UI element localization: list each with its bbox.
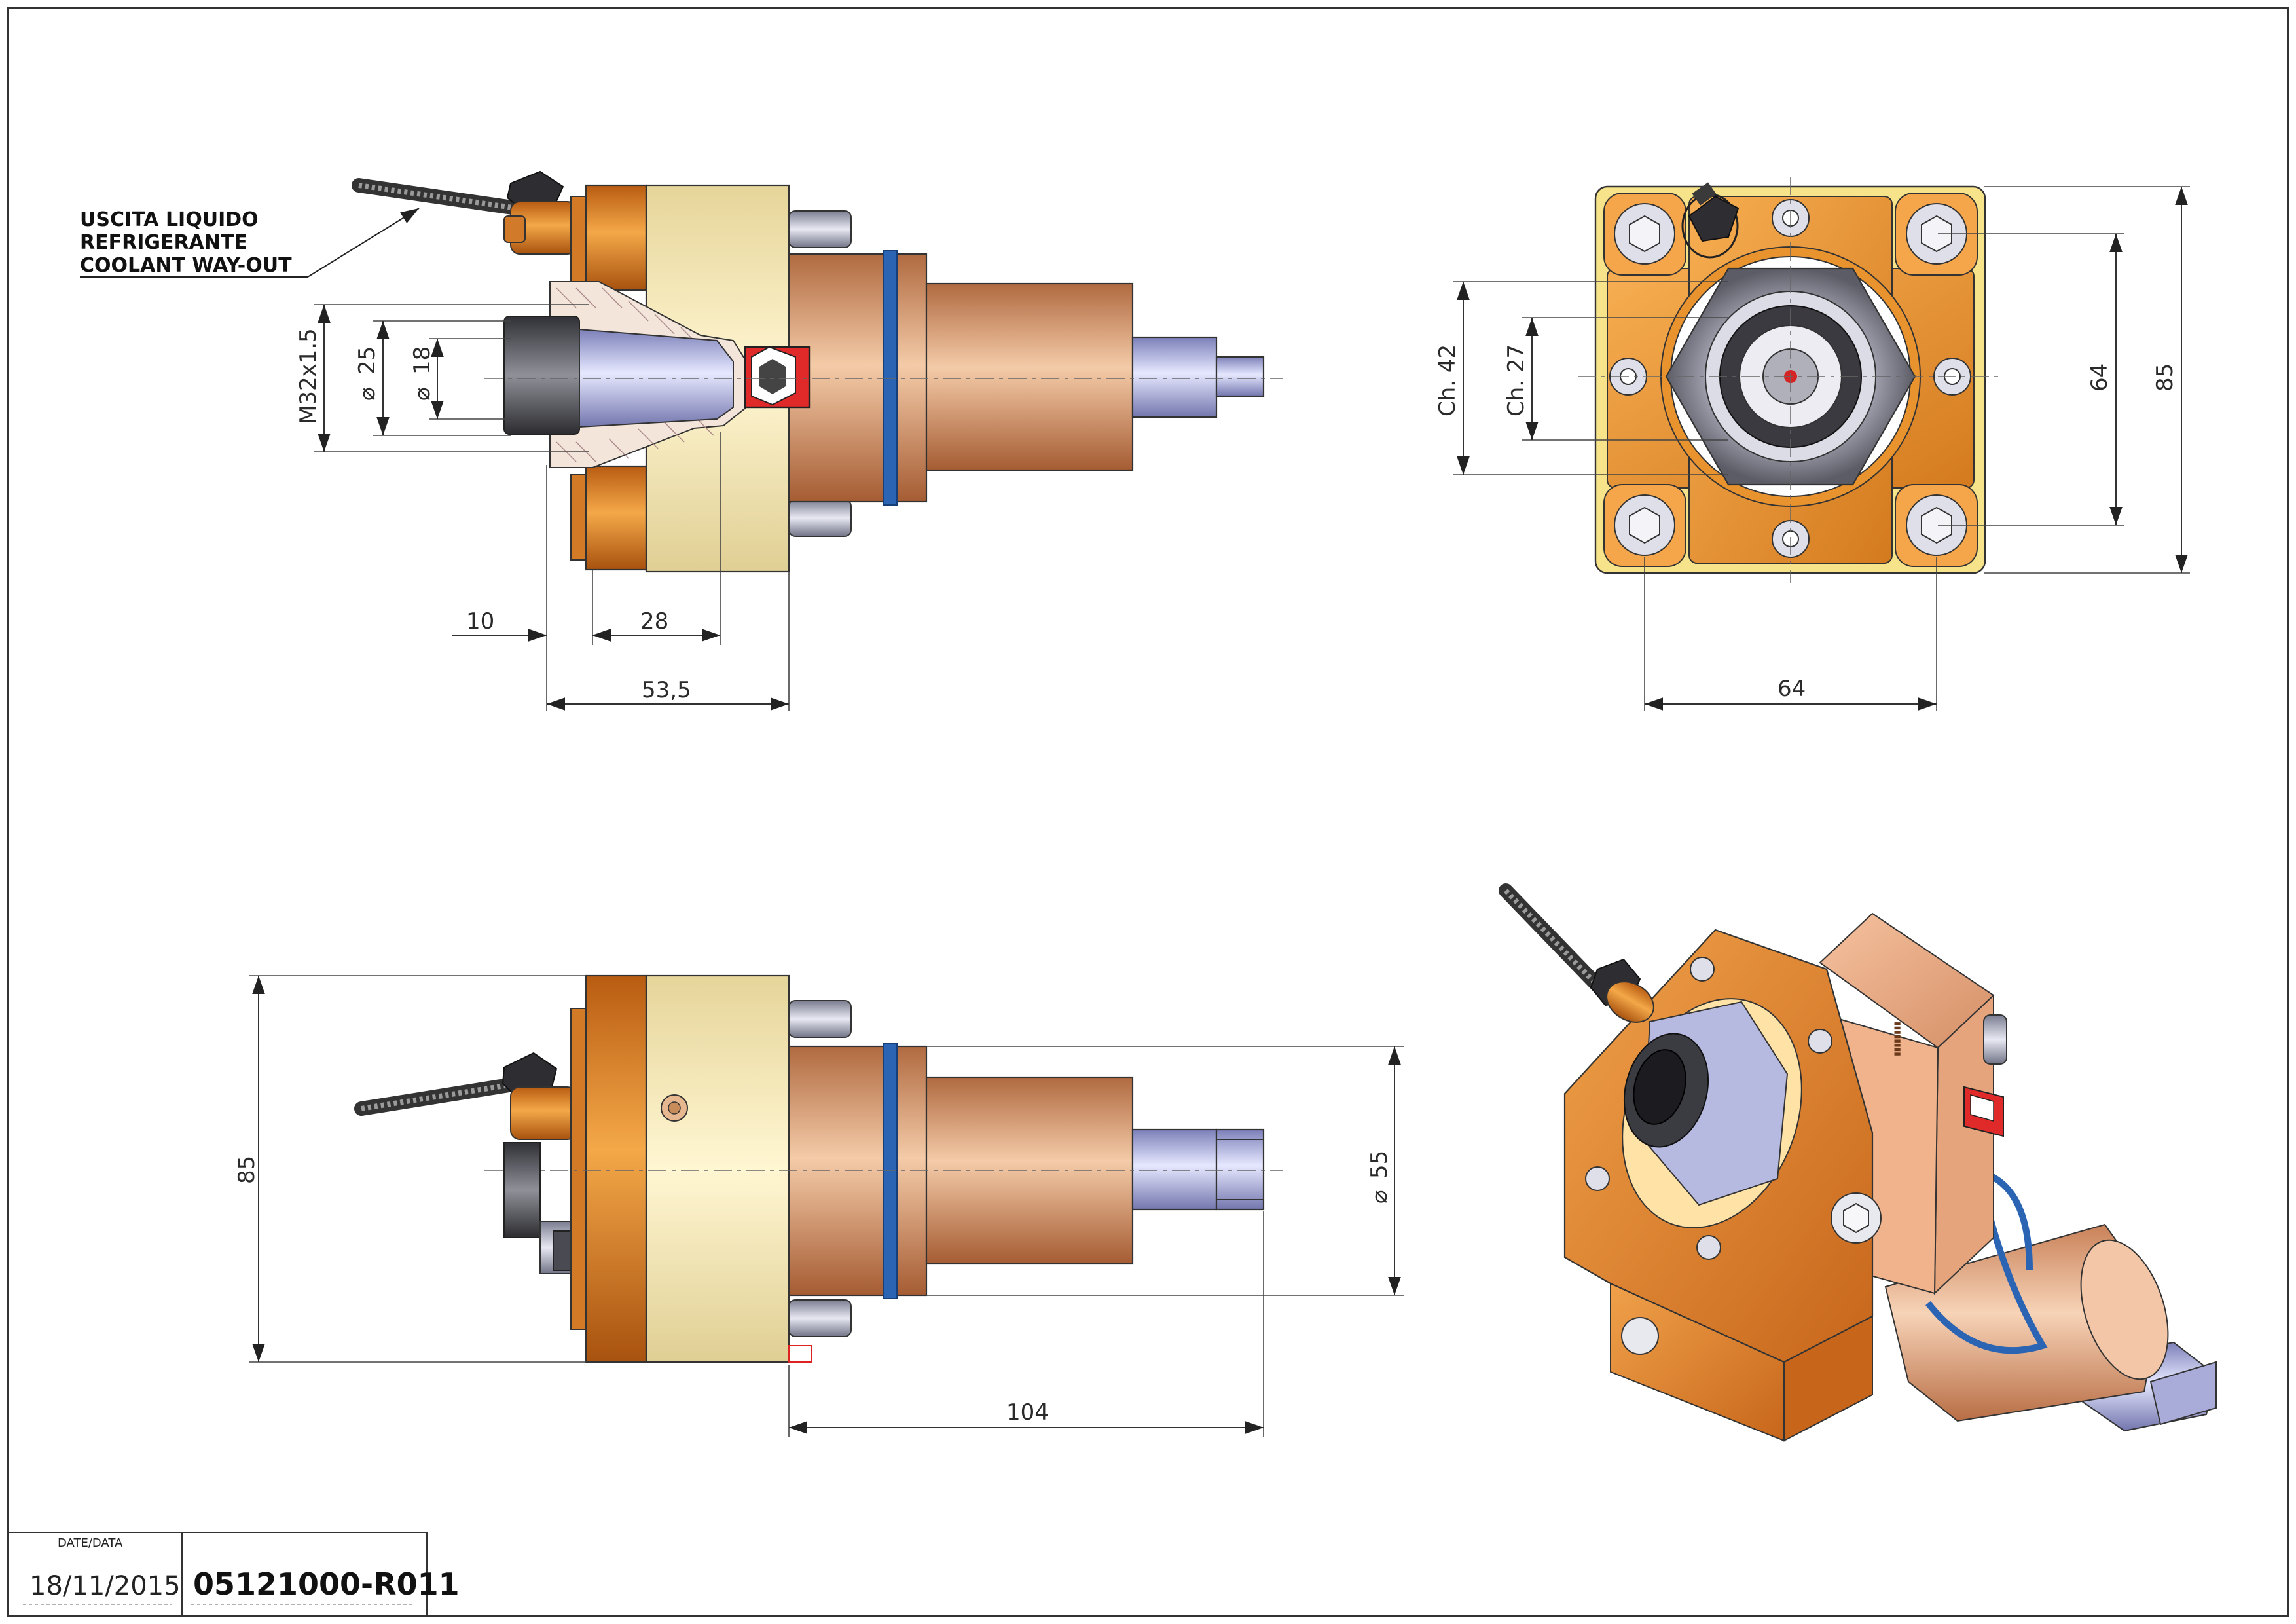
side-collet-nut [503, 1142, 541, 1238]
section-hatching [556, 287, 714, 462]
side-drive-tang [1215, 1128, 1265, 1211]
sheet-border [7, 7, 2289, 1617]
corner-bolts [1603, 193, 1978, 567]
dim-64-vertical: 64 [2086, 363, 2113, 392]
dim-ch42: Ch. 42 [1434, 344, 1461, 416]
note-line-2: REFRIGERANTE [80, 231, 247, 254]
dim-diameter-symbol-55: ⌀ [1366, 1190, 1393, 1204]
dim-64-horizontal: 64 [1777, 676, 1806, 702]
o-ring [883, 250, 898, 506]
iso-coolant-fitting [1606, 981, 1654, 1023]
side-drive-shaft [1131, 1128, 1218, 1211]
dim-85-side: 85 [234, 1156, 260, 1184]
side-o-ring [883, 1043, 898, 1299]
end-view [1578, 177, 2003, 583]
front-section-view [352, 170, 1283, 573]
end-view-dimensions: Ch. 42 Ch. 27 64 85 64 [1434, 186, 2190, 710]
drive-tang [1215, 356, 1265, 397]
collet-nut [503, 316, 580, 435]
dim-diameter-18: 18 [409, 346, 435, 375]
coolant-pipe [352, 178, 524, 215]
side-view [354, 974, 1283, 1363]
note-line-1: USCITA LIQUIDO [80, 208, 259, 231]
side-view-dimensions: 85 ⌀ 55 104 [234, 975, 1404, 1437]
dim-diameter-55: 55 [1366, 1151, 1393, 1179]
dim-diameter-symbol-18: ⌀ [409, 388, 435, 401]
title-date-value: 18/11/2015 [29, 1571, 181, 1601]
isometric-view: ▮▮▮▮▮▮▮▮ [1499, 883, 2217, 1442]
drive-shaft [1131, 336, 1218, 418]
iso-engraving: ▮▮▮▮▮▮▮▮ [1893, 1022, 1903, 1056]
iso-flange-bolts [1585, 957, 1882, 1355]
dim-thread-M32: M32x1.5 [295, 328, 321, 424]
dim-10: 10 [466, 608, 494, 635]
dim-ch27: Ch. 27 [1503, 344, 1529, 416]
orange-flange-top [585, 184, 647, 291]
side-stud-top [788, 1000, 852, 1038]
dim-diameter-25: 25 [354, 346, 380, 375]
dim-85-end: 85 [2152, 363, 2178, 392]
title-date-label: DATE/DATA [58, 1536, 123, 1550]
title-block: DATE/DATA 18/11/2015 05121000-R011 [7, 1532, 460, 1617]
dim-diameter-symbol-25: ⌀ [354, 388, 380, 401]
dim-28: 28 [640, 608, 668, 635]
copper-sleeve [925, 282, 1134, 471]
stud-top [788, 210, 852, 248]
stud-bottom [788, 499, 852, 537]
side-coolant-pipe [354, 1077, 524, 1116]
end-coolant-fitting [1681, 182, 1740, 259]
coolant-note: USCITA LIQUIDO REFRIGERANTE COOLANT WAY-… [80, 208, 420, 278]
dim-53-5: 53,5 [642, 677, 691, 703]
iso-o-ring [1925, 1217, 2048, 1354]
title-drawing-code: 05121000-R011 [193, 1566, 460, 1602]
copper-housing [788, 253, 928, 503]
front-view-dimensions: M32x1.5 ⌀ 25 ⌀ 18 10 28 53,5 [295, 304, 790, 710]
dim-104: 104 [1006, 1399, 1049, 1426]
note-line-3: COOLANT WAY-OUT [80, 254, 292, 277]
side-main-body [645, 974, 790, 1363]
side-copper-housing [788, 1045, 928, 1297]
side-stud-bottom [788, 1299, 852, 1337]
side-coolant-fitting [510, 1086, 577, 1140]
side-orange-flange [585, 974, 647, 1363]
orange-flange-bottom [585, 465, 647, 571]
